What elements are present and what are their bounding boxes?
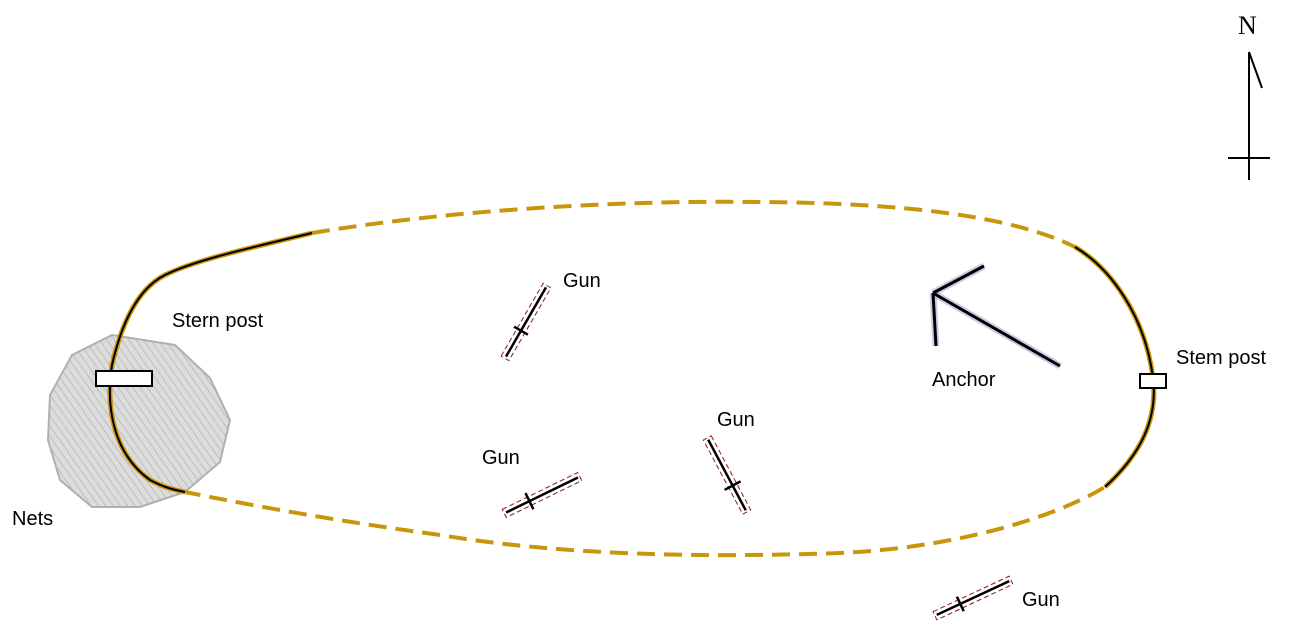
gun-icon (500, 282, 552, 362)
hull-outline (184, 199, 1156, 558)
stern-timber (107, 230, 313, 495)
stem-timber (1073, 244, 1157, 489)
gun-icon (932, 575, 1014, 621)
nets-label: Nets (12, 508, 53, 530)
north-arrow-icon (1228, 51, 1270, 180)
gun-label-4: Gun (1022, 589, 1060, 611)
gun-label-1: Gun (563, 270, 601, 292)
gun-icon (501, 471, 583, 519)
stem-post-label: Stem post (1176, 347, 1266, 369)
gun-label-2: Gun (482, 447, 520, 469)
anchor-label: Anchor (932, 369, 996, 391)
gun-icon (702, 435, 752, 515)
stem-post-marker (1139, 373, 1167, 389)
stern-post-label: Stern post (172, 310, 264, 332)
stern-post-marker (95, 370, 153, 387)
nets-area (46, 333, 232, 508)
north-label: N (1238, 11, 1257, 40)
gun-label-3: Gun (717, 409, 755, 431)
anchor-icon (929, 262, 1062, 370)
